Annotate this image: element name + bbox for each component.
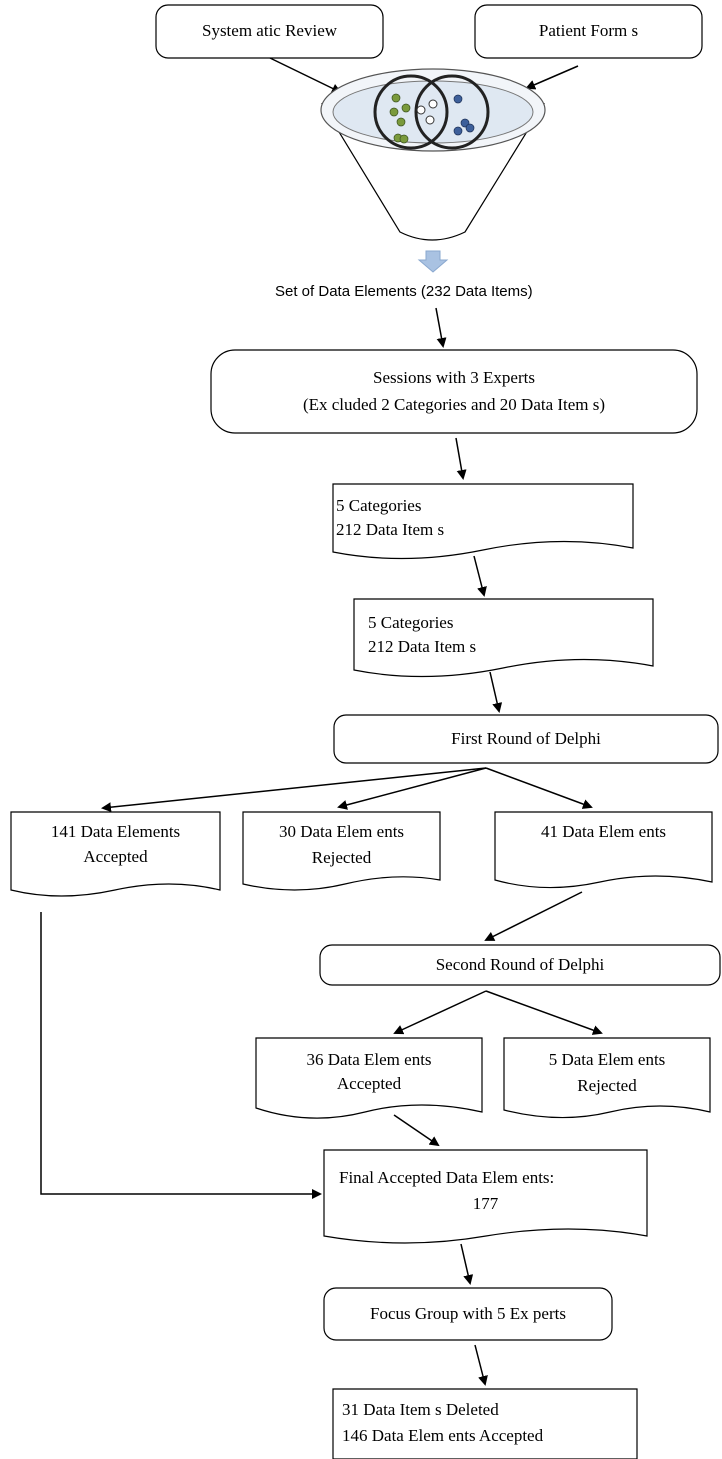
funnel-icon (320, 68, 546, 241)
pending-41-box (494, 811, 713, 889)
sessions-line-2: (Ex cluded 2 Categories and 20 Data Item… (302, 395, 606, 414)
pending-41-line-1: 41 Data Elem ents (540, 822, 667, 841)
arrow-output-to-sessions (435, 307, 447, 348)
arrow-delphi-2-to-accepted (393, 990, 487, 1035)
patient-forms-label: Patient Form s (538, 21, 639, 40)
arrow-forms-to-funnel (525, 65, 579, 90)
categories-box-1 (332, 483, 634, 560)
arrow-delphi-2-to-rejected (485, 990, 603, 1035)
arrow-sessions-to-categories (455, 437, 467, 480)
arrow-categories-1-to-2 (473, 555, 487, 597)
sessions-line-1: Sessions with 3 Experts (373, 368, 535, 387)
funnel-output-label: Set of Data Elements (232 Data Items) (275, 283, 533, 300)
first-round-box (333, 714, 719, 764)
patient-forms-box (474, 4, 703, 59)
rejected-30-line-2: Rejected (311, 848, 372, 867)
focus-group-label: Focus Group with 5 Ex perts (370, 1304, 566, 1323)
systematic-review-box (155, 4, 384, 59)
categories-1-line-2: 212 Data Item s (336, 520, 445, 539)
accepted-141-line-1: 141 Data Elements (50, 822, 181, 841)
second-round-box (319, 944, 721, 986)
rejected-5-box (503, 1037, 711, 1119)
final-line-1: Final Accepted Data Elem ents: (339, 1168, 555, 1187)
arrow-delphi-1-to-rejected (337, 767, 487, 810)
arrow-pending-to-delphi-2 (484, 891, 583, 941)
arrow-final-to-focus-group (460, 1243, 474, 1285)
categories-box-2 (353, 598, 654, 678)
accepted-36-box (255, 1037, 483, 1119)
categories-2-line-1: 5 Categories (368, 613, 454, 632)
rejected-30-line-1: 30 Data Elem ents (278, 822, 405, 841)
accepted-141-line-2: Accepted (83, 847, 148, 866)
arrow-accepted-36-to-final (393, 1114, 440, 1147)
arrow-delphi-1-to-pending (485, 767, 593, 809)
connector-141-to-final (40, 912, 322, 1199)
result-line-2: 146 Data Elem ents Accepted (342, 1426, 544, 1445)
result-box (332, 1388, 638, 1459)
focus-group-box (323, 1287, 613, 1341)
first-round-label: First Round of Delphi (451, 729, 601, 748)
rejected-5-line-1: 5 Data Elem ents (548, 1050, 666, 1069)
categories-1-line-1: 5 Categories (336, 496, 422, 515)
result-line-1: 31 Data Item s Deleted (342, 1400, 499, 1419)
arrow-review-to-funnel (269, 57, 342, 94)
second-round-label: Second Round of Delphi (435, 955, 605, 974)
arrow-delphi-1-to-accepted (101, 767, 487, 813)
arrow-focus-group-to-result (474, 1344, 488, 1386)
sessions-box (210, 349, 698, 434)
categories-2-line-2: 212 Data Item s (368, 637, 477, 656)
arrow-categories-2-to-delphi-1 (489, 671, 503, 713)
accepted-36-line-1: 36 Data Elem ents (306, 1050, 432, 1069)
final-accepted-box (323, 1149, 648, 1244)
final-count: 177 (472, 1194, 499, 1213)
systematic-review-label: System atic Review (201, 21, 338, 40)
accepted-36-line-2: Accepted (336, 1074, 402, 1093)
down-arrow-icon (417, 250, 449, 273)
rejected-30-box (242, 811, 441, 891)
accepted-141-box (10, 811, 221, 897)
rejected-5-line-2: Rejected (577, 1076, 637, 1095)
